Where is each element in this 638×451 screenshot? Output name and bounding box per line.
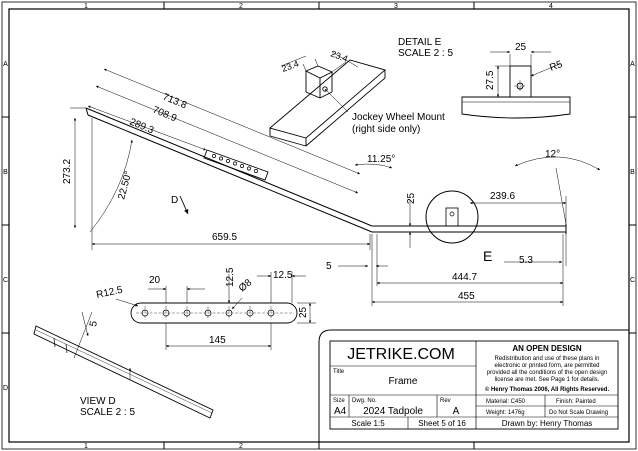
dim-25-plate: 25 (298, 306, 309, 318)
jockey-wheel-mount-label: Jockey Wheel Mount (352, 112, 445, 123)
dim-r5: R5 (548, 59, 564, 74)
zone-col-2: 2 (239, 3, 243, 10)
dim-20: 20 (149, 275, 161, 286)
dim-455: 455 (458, 291, 475, 302)
dim-23-4-right: 23.4 (329, 48, 349, 63)
drawn-by: Drawn by: Henry Thomas (502, 419, 593, 428)
material-spec: Material: C450 (486, 399, 526, 405)
mount-front-dimensions (490, 50, 561, 97)
dim-dia-8: Ø8 (237, 277, 255, 294)
dim-22-50-deg: 22.50° (116, 170, 134, 201)
title-value: Frame (389, 376, 418, 387)
do-not-scale-note: Do Not Scale Drawing (549, 410, 608, 416)
zone-row-b-right: B (630, 169, 635, 176)
zone-col-1-bottom: 1 (84, 443, 88, 450)
view-d-text: 5 VIEW D SCALE 2 : 5 (80, 320, 135, 418)
zone-col-2-bottom: 2 (239, 443, 243, 450)
main-dimension-values: 713.8 708.9 289.3 273.2 22.50° 659.5 11.… (62, 92, 560, 302)
mount-front-detail (461, 65, 571, 119)
weight-spec: Weight: 1476g (486, 410, 525, 416)
dim-25-tube: 25 (406, 192, 417, 204)
dim-23-4-left: 23.4 (280, 58, 300, 73)
detail-e-callout-circle (425, 190, 479, 244)
brand-name: JETRIKE.COM (347, 346, 455, 363)
detail-e-title: DETAIL E (398, 37, 442, 48)
size-value: A4 (334, 406, 347, 417)
zone-row-c: C (3, 277, 8, 284)
zone-row-a: A (3, 61, 8, 68)
dim-273-2: 273.2 (62, 159, 73, 184)
dim-239-6: 239.6 (490, 191, 515, 202)
copyright-notice: © Henry Thomas 2006, All Rights Reserved… (485, 386, 610, 393)
rev-label: Rev (440, 398, 451, 404)
zone-col-4: 4 (549, 3, 553, 10)
main-dimension-lines (70, 68, 601, 306)
open-design-line-4: license are met. See Page 1 for details. (495, 377, 600, 383)
open-design-line-2: electronic or printed form, are permitte… (494, 363, 599, 369)
title-label: Title (333, 369, 345, 375)
open-design-line-1: Redistribution and use of these plans in (494, 356, 599, 362)
dim-5-view-d: 5 (88, 320, 100, 328)
dim-444-7: 444.7 (452, 272, 477, 283)
zone-col-3: 3 (394, 3, 398, 10)
view-d-section (33, 311, 214, 419)
zone-row-b: B (3, 169, 8, 176)
dwg-no-label: Dwg. No. (352, 398, 377, 404)
detail-e-letter: E (483, 248, 492, 264)
dim-12-5-horizontal: 12.5 (273, 270, 293, 281)
main-view-labels: D E (171, 195, 492, 264)
view-d-arrow-label: D (171, 195, 178, 206)
zone-row-c-right: C (630, 277, 635, 284)
dim-708-9: 708.9 (151, 105, 179, 125)
title-block-text: JETRIKE.COM AN OPEN DESIGN Redistributio… (333, 344, 609, 428)
size-label: Size (333, 398, 345, 404)
dim-25-top: 25 (515, 42, 527, 53)
view-d-scale: SCALE 2 : 5 (80, 407, 135, 418)
mount-front-text: 25 27.5 R5 (485, 42, 564, 90)
detail-e-dimensions (280, 51, 359, 113)
open-design-line-3: provided all the conditions of the open … (487, 370, 607, 376)
dwg-no-value: 2024 Tadpole (363, 406, 423, 417)
dim-12-5-vertical: 12.5 (225, 267, 236, 287)
detail-e-isometric (269, 59, 386, 147)
mount-plate-flat-dimensions (115, 272, 316, 350)
title-block (318, 329, 629, 442)
mount-plate-flat-text: R12.5 20 12.5 Ø8 12.5 25 145 (95, 267, 309, 346)
dim-27-5: 27.5 (485, 70, 496, 90)
dim-5-3: 5.3 (519, 255, 533, 266)
zone-row-a-right: A (630, 61, 635, 68)
open-design-title: AN OPEN DESIGN (512, 344, 582, 353)
sheet-number: Sheet 5 of 16 (418, 419, 466, 428)
zone-row-d: D (3, 385, 8, 392)
dim-12-deg: 12° (545, 149, 560, 160)
dim-11-25-deg: 11.25° (367, 154, 395, 165)
finish-spec: Finish: Painted (556, 399, 596, 405)
drawing-scale: Scale 1:5 (351, 419, 385, 428)
dim-659-5: 659.5 (212, 232, 237, 243)
rev-value: A (453, 406, 460, 417)
jockey-wheel-mount-note: (right side only) (352, 124, 420, 135)
mount-plate-flat (130, 302, 298, 324)
dim-r12-5: R12.5 (95, 285, 124, 301)
dim-145: 145 (209, 335, 226, 346)
detail-e-scale: SCALE 2 : 5 (398, 48, 453, 59)
zone-labels: 1 2 3 4 1 2 A B C D A B C (3, 3, 635, 450)
view-d-title: VIEW D (80, 396, 116, 407)
dim-5: 5 (326, 261, 332, 272)
zone-col-1: 1 (84, 3, 88, 10)
